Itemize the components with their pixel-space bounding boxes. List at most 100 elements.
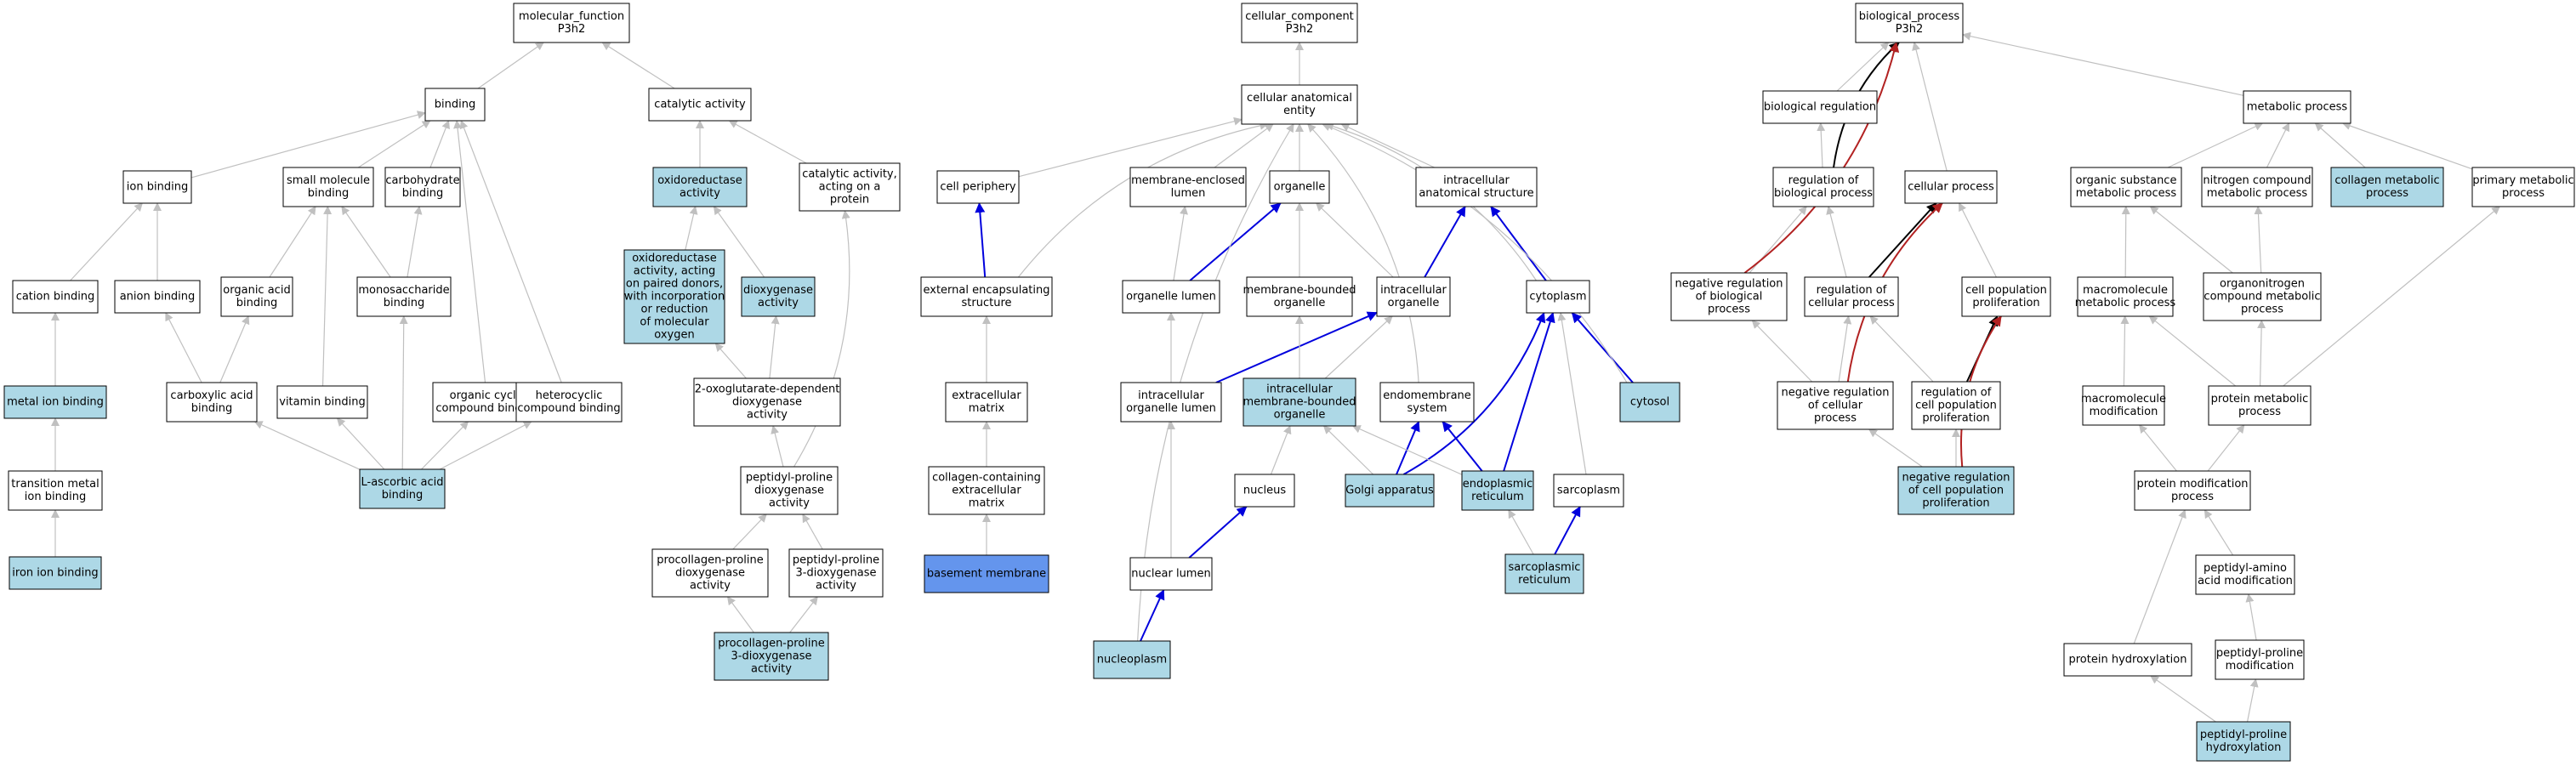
node-box: [276, 385, 368, 419]
node-box: [8, 470, 103, 511]
node-label-line: monosaccharide: [358, 284, 449, 297]
node-label-line: metal ion binding: [7, 396, 104, 409]
node-box: [1553, 474, 1624, 508]
node-ironion: iron ion binding: [9, 556, 102, 590]
edge-smallmol-to-binding: [358, 120, 431, 168]
edge-monosac-to-carbobind: [407, 206, 423, 278]
node-label-line: process: [2171, 491, 2214, 503]
node-label-line: biological process: [1774, 187, 1873, 200]
edge-nucleus-to-intramemorg: [1270, 425, 1292, 475]
node-label-line: membrane-bounded: [1243, 284, 1356, 297]
node-bioreg: biological regulation: [1762, 90, 1878, 124]
node-label-line: binding: [435, 99, 475, 111]
node-box: [2471, 167, 2575, 207]
node-label-line: process: [2366, 187, 2408, 200]
node-label-line: regulation of: [1788, 174, 1859, 187]
edge-peptprohydrox-to-prothydrox: [2150, 675, 2216, 723]
node-box: [1122, 280, 1220, 314]
node-label-line: oxygen: [654, 329, 694, 342]
edge-er-to-cytoplasm: [1503, 312, 1555, 472]
edge-endomem-to-cellanat: [1307, 123, 1419, 383]
node-box: [114, 280, 201, 314]
edge-prothydrox-to-protmod: [2133, 509, 2186, 644]
node-box: [1415, 167, 1538, 207]
edge-ascorbic-to-vitamin: [336, 417, 385, 470]
node-label-line: organic acid: [223, 284, 290, 297]
node-box: [1670, 272, 1788, 321]
node-label-line: ion binding: [25, 491, 86, 503]
node-label-line: activity: [747, 409, 788, 422]
node-organelle: organelle: [1269, 170, 1330, 204]
node-label-line: cell periphery: [940, 181, 1016, 194]
edge-carboxacid-to-orgacid: [219, 315, 250, 383]
edge-oxoglut-to-dioxy: [769, 315, 780, 379]
node-label-line: carboxylic acid: [170, 389, 253, 402]
node-label-line: intracellular: [1380, 284, 1447, 297]
node-label-line: activity, acting: [634, 265, 716, 278]
node-nuclumen: nuclear lumen: [1129, 557, 1213, 591]
node-label-line: compound binding: [517, 402, 620, 415]
node-label-line: regulation of: [1921, 387, 1992, 400]
node-label-line: matrix: [969, 497, 1005, 510]
node-label-line: P3h2: [1286, 23, 1314, 36]
node-label-line: primary metabolic: [2472, 174, 2573, 187]
node-label-line: external encapsulating: [923, 284, 1049, 297]
node-label-line: activity: [690, 580, 731, 593]
edge-carbobind-to-binding: [429, 120, 450, 168]
node-label-line: P3h2: [1896, 23, 1924, 36]
node-label-line: dioxygenase: [743, 284, 813, 297]
node-box: [1246, 276, 1353, 317]
node-label-line: 2-oxoglutarate-dependent: [695, 383, 840, 396]
node-box: [651, 548, 769, 598]
node-box: [623, 249, 725, 344]
node-label-line: binding: [236, 297, 277, 309]
node-label-line: proliferation: [1972, 297, 2039, 309]
node-label-line: organonitrogen: [2220, 278, 2305, 291]
node-sarcoplasm: sarcoplasm: [1553, 474, 1624, 508]
node-label-line: modification: [2226, 660, 2295, 672]
node-label-line: metabolic process: [2076, 187, 2177, 200]
node-label-line: negative regulation: [1675, 278, 1783, 291]
edge-orglumen-to-organelle: [1189, 202, 1282, 281]
node-box: [1120, 382, 1222, 423]
node-box: [2201, 167, 2313, 207]
edge-ascorbic-to-monosac: [399, 315, 408, 470]
node-box: [384, 167, 461, 207]
node-label-line: heterocyclic: [536, 389, 603, 402]
node-box: [424, 88, 486, 122]
node-label-line: 3-dioxygenase: [796, 567, 877, 580]
node-label-line: acting on a: [819, 181, 881, 194]
node-label-line: matrix: [969, 402, 1005, 415]
node-label-line: molecular_function: [519, 10, 624, 23]
node-box: [920, 276, 1053, 317]
edge-cellperiph-to-cellanat: [1018, 116, 1243, 178]
edge-orgsub-to-metab: [2167, 122, 2264, 168]
edge-nucleoplasm-to-nuclumen: [1140, 589, 1165, 642]
edge-dioxy-to-oxred: [713, 206, 765, 278]
node-label-line: dioxygenase: [675, 567, 745, 580]
node-box: [359, 468, 446, 509]
node-basement: basement membrane: [924, 554, 1049, 593]
edge-negregcell-to-regcell: [1838, 315, 1852, 383]
node-label-line: process: [1708, 304, 1750, 316]
edge-pept3diox-to-peptprodiox: [802, 514, 823, 550]
node-label-line: cell population: [1965, 284, 2047, 297]
node-label-line: iron ion binding: [12, 567, 98, 580]
node-label-line: procollagen-proline: [657, 554, 763, 567]
node-label-line: activity: [680, 187, 720, 200]
node-label-line: organelle: [1274, 409, 1326, 422]
